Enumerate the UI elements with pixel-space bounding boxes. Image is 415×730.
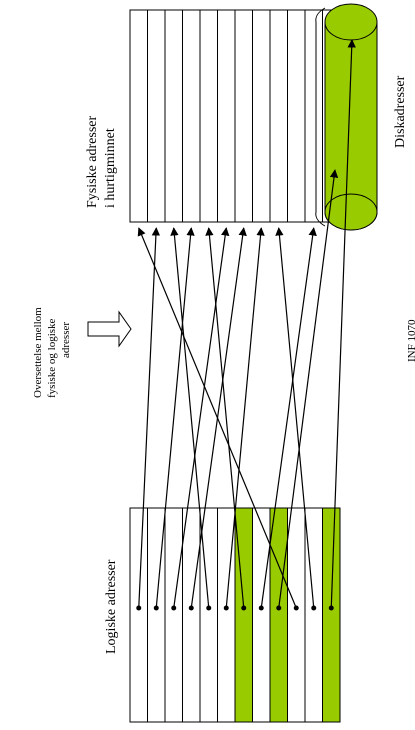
physical-memory-block bbox=[129, 9, 341, 223]
logical-slot bbox=[182, 507, 201, 723]
mapping-arrow bbox=[138, 227, 161, 609]
mapping-arrow bbox=[330, 39, 356, 609]
translation-label-line1: Oversettelse mellom bbox=[32, 307, 44, 398]
mapping-arrow bbox=[173, 227, 230, 609]
translation-label-line3: adresser bbox=[60, 322, 72, 358]
logical-addresses-label: Logiske adresser bbox=[104, 559, 119, 654]
translation-label-line2: fysiske og logiske bbox=[46, 318, 58, 398]
mapping-arrow bbox=[137, 227, 297, 609]
logical-memory-block bbox=[129, 507, 341, 723]
logical-slot bbox=[129, 507, 148, 723]
physical-addresses-label-line1: Fysiske adresser bbox=[85, 116, 100, 208]
footer-label: INF 1070 bbox=[406, 319, 415, 362]
mapping-arrow bbox=[278, 169, 339, 609]
logical-slot bbox=[252, 507, 271, 723]
mapping-arrow bbox=[205, 227, 245, 609]
mapping-arrow bbox=[170, 227, 210, 609]
logical-slot bbox=[164, 507, 183, 723]
mapping-arrow bbox=[275, 227, 315, 609]
mapping-arrows bbox=[136, 39, 356, 611]
disk-addresses-label: Diskadresser bbox=[393, 75, 408, 148]
logical-slot bbox=[322, 507, 341, 723]
logical-slot bbox=[269, 507, 288, 723]
mapping-arrow bbox=[155, 227, 195, 609]
physical-addresses-label-line2: i hurtigminnet bbox=[103, 128, 118, 208]
translation-arrow bbox=[87, 310, 132, 348]
mapping-arrow bbox=[225, 227, 265, 609]
logical-slot bbox=[287, 507, 306, 723]
